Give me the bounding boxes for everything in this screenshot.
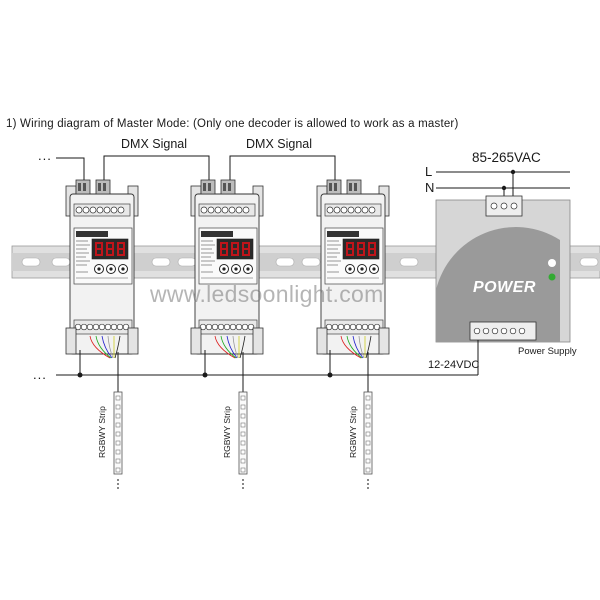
ac-lines [436,171,570,198]
ac-voltage-label: 85-265VAC [472,150,541,165]
power-supply [435,195,571,343]
decoder-module-3 [316,179,390,359]
led-strip-3 [363,391,373,490]
led-strip-1 [113,391,123,490]
dc-voltage-label: 12-24VDC [428,359,480,371]
led-strip-2 [238,391,248,490]
decoder-module-1 [65,179,139,359]
power-supply-label: Power Supply [518,346,577,357]
neutral-label: N [425,180,435,195]
continuation-top: ... [38,148,52,163]
dmx-signal-label-1: DMX Signal [121,137,187,151]
strip-label-1: RGBWY Strip [97,406,107,458]
strip-label-3: RGBWY Strip [348,406,358,458]
line-label: L [425,164,433,179]
watermark: www.ledsoonlight.com [150,281,384,307]
decoder-module-2 [190,179,264,359]
dmx-wires [56,155,336,180]
dmx-signal-label-2: DMX Signal [246,137,312,151]
strip-label-2: RGBWY Strip [222,406,232,458]
power-led-icon [548,259,556,267]
diagram-title: 1) Wiring diagram of Master Mode: (Only … [6,118,459,130]
continuation-bottom: ... [33,367,47,382]
power-badge: POWER [473,279,536,296]
status-led-icon [548,273,556,281]
dc-bus [56,340,479,392]
